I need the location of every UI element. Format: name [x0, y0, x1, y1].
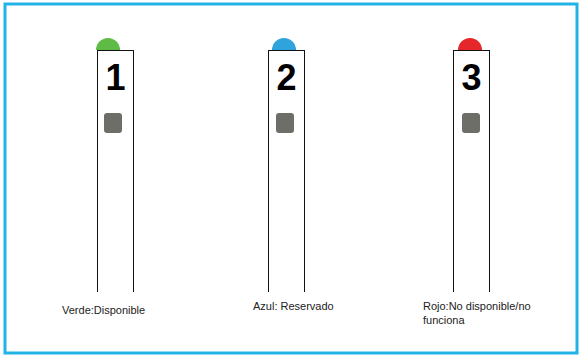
- status-caption: Rojo:No disponible/no funciona: [423, 299, 549, 327]
- post-number: 3: [454, 59, 489, 97]
- charging-post: 1: [97, 50, 134, 292]
- frame-border: [5, 4, 577, 353]
- card-reader: [276, 113, 294, 133]
- status-light-red: [458, 38, 482, 50]
- charging-post: 3: [453, 50, 490, 292]
- card-reader: [462, 113, 480, 133]
- status-light-green: [96, 38, 120, 50]
- charging-post: 2: [268, 50, 305, 292]
- post-number: 2: [269, 59, 304, 97]
- status-caption: Azul: Reservado: [253, 299, 373, 313]
- status-light-blue: [272, 38, 296, 50]
- card-reader: [104, 113, 122, 133]
- post-number: 1: [98, 59, 133, 97]
- status-caption: Verde:Disponible: [62, 303, 182, 317]
